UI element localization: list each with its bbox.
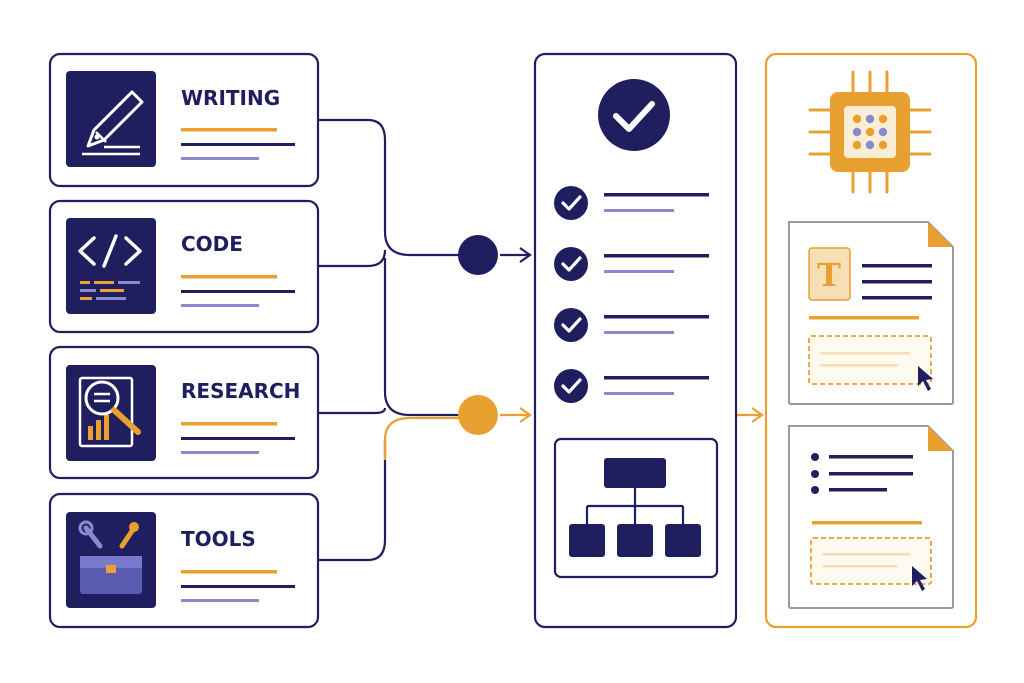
toolbox-icon xyxy=(66,512,156,608)
check-icon xyxy=(554,308,588,342)
checklist-item xyxy=(554,369,709,403)
hierarchy-chart-icon xyxy=(553,437,719,579)
text-line xyxy=(604,315,709,319)
chip-dot xyxy=(878,114,888,124)
fountain-pen-icon xyxy=(66,71,156,167)
code-brackets-icon xyxy=(66,218,156,314)
text-line xyxy=(604,193,709,197)
connector-orange xyxy=(383,416,460,460)
text-line xyxy=(604,270,674,273)
text-line xyxy=(181,422,277,426)
connector-research-split xyxy=(318,407,387,415)
checklist-item xyxy=(554,308,709,342)
chip-icon xyxy=(808,70,932,194)
chip-dot xyxy=(865,114,875,124)
category-label-tools: TOOLS xyxy=(181,527,256,551)
chip-dot xyxy=(865,127,875,137)
category-card-research[interactable]: RESEARCH xyxy=(48,345,320,480)
input-placeholder-box[interactable] xyxy=(810,537,932,585)
text-line xyxy=(604,331,674,334)
text-line xyxy=(181,599,259,602)
text-line xyxy=(604,376,709,380)
output-document-1: T xyxy=(788,221,954,405)
text-line xyxy=(820,352,910,355)
checklist-item xyxy=(554,247,709,281)
connector-writing xyxy=(318,118,460,257)
text-t-glyph: T xyxy=(817,256,841,294)
check-circle-icon xyxy=(598,79,670,151)
chip-dot xyxy=(852,140,862,150)
text-line xyxy=(181,290,295,293)
hub-node-orange xyxy=(458,395,498,435)
chip-dot xyxy=(865,140,875,150)
checklist-panel xyxy=(533,52,738,629)
arrow-head-output xyxy=(751,407,764,423)
output-panel: T xyxy=(764,52,978,629)
text-t-icon: T xyxy=(808,247,851,301)
arrow-head-orange xyxy=(519,407,532,423)
check-icon xyxy=(554,247,588,281)
checkmark xyxy=(561,256,582,272)
text-line xyxy=(862,280,932,284)
text-line xyxy=(862,264,932,268)
text-line xyxy=(862,296,932,300)
text-line xyxy=(822,565,898,568)
category-card-code[interactable]: CODE xyxy=(48,199,320,334)
text-line xyxy=(181,157,259,160)
connector-code xyxy=(318,249,387,268)
category-label-code: CODE xyxy=(181,232,243,256)
chip-dot xyxy=(878,127,888,137)
hub-node-navy xyxy=(458,235,498,275)
text-line xyxy=(820,364,898,367)
text-line xyxy=(181,143,295,146)
text-line xyxy=(181,275,277,279)
category-card-tools[interactable]: TOOLS xyxy=(48,492,320,629)
text-line xyxy=(812,521,922,525)
text-line xyxy=(604,392,674,395)
checklist-item xyxy=(554,186,709,220)
chip-dot xyxy=(852,114,862,124)
chip-dot xyxy=(878,140,888,150)
text-line xyxy=(809,316,919,320)
cursor-arrow-icon xyxy=(918,366,933,391)
arrow-head-navy xyxy=(519,247,532,263)
category-card-writing[interactable]: WRITING xyxy=(48,52,320,188)
input-placeholder-box[interactable] xyxy=(808,335,932,385)
output-document-2 xyxy=(788,425,954,609)
text-line xyxy=(822,553,910,556)
bullet-list-icon xyxy=(811,453,913,494)
cursor-arrow-icon xyxy=(912,566,927,591)
text-line xyxy=(181,128,277,132)
connector-tools xyxy=(318,440,387,562)
text-line xyxy=(604,254,709,258)
category-label-research: RESEARCH xyxy=(181,379,300,403)
magnifier-chart-icon xyxy=(66,365,156,461)
text-line xyxy=(181,570,277,574)
checkmark xyxy=(561,317,582,333)
category-label-writing: WRITING xyxy=(181,86,280,110)
text-line xyxy=(604,209,674,212)
check-icon xyxy=(554,186,588,220)
text-line xyxy=(181,451,259,454)
checkmark xyxy=(561,378,582,394)
text-line xyxy=(181,585,295,588)
text-line xyxy=(181,437,295,440)
checkmark xyxy=(561,195,582,211)
check-icon xyxy=(554,369,588,403)
text-line xyxy=(181,304,259,307)
connectors xyxy=(318,118,764,562)
chip-dot xyxy=(852,127,862,137)
connector-research-navy xyxy=(383,258,460,417)
